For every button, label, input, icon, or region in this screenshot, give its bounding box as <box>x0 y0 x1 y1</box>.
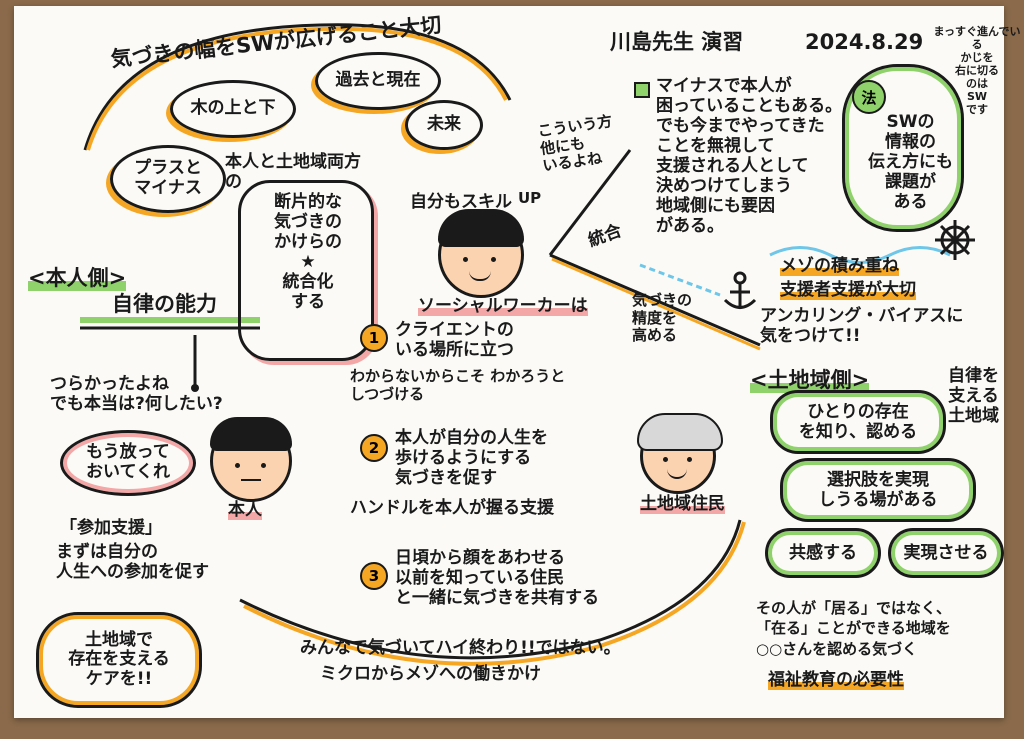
autonomy-support-label: 自律を 支える 土地域 <box>948 366 999 427</box>
anchoring-label: アンカリング・バイアスに 気をつけて!! <box>760 306 964 347</box>
worker-label: ソーシャルワーカーは <box>418 296 588 317</box>
bottom-arc-arrow <box>239 519 742 660</box>
top-arc-arrow <box>83 23 512 151</box>
bottom-line-1: みんなで気づいてハイ終わり!!ではない。 <box>300 638 621 658</box>
law-text: SWの 情報の 伝え方にも 課題が ある <box>868 112 953 213</box>
participation-label: 「参加支援」 <box>60 518 162 538</box>
bubble-above-below: 木の上と下 <box>170 80 296 138</box>
chain-line <box>639 263 721 297</box>
awareness-precision-label: 気づきの 精度を 高める <box>632 291 693 345</box>
bubble-plus-minus: プラスと マイナス <box>110 145 226 213</box>
worker-face <box>438 209 524 298</box>
leave-me-bubble: もう放って おいてくれ <box>60 430 196 496</box>
skill-up-label: 自分もスキル <box>410 192 512 212</box>
point-1-sub: わからないからこそ わかろうと しつづける <box>350 367 566 403</box>
skill-up-arrow-label: UP <box>518 189 542 207</box>
resident-face <box>637 413 723 494</box>
author-label: 川島先生 演習 <box>610 30 744 54</box>
point-1-number: 1 <box>360 324 388 352</box>
bottom-arc-highlight <box>243 521 746 666</box>
integration-box <box>238 180 374 361</box>
anchor-icon <box>723 271 757 309</box>
worker-hair <box>438 209 524 247</box>
participation-sub: まずは自分の 人生への参加を促す <box>56 542 209 583</box>
law-mark: 法 <box>852 80 886 114</box>
resident-hair <box>637 413 723 451</box>
care-bubble: 土地域で 存在を支える ケアを!! <box>36 612 202 708</box>
ship-wheel-icon <box>935 220 975 260</box>
minus-note: マイナスで本人が 困っていることもある。 でも今までやってきた ことを無視して … <box>656 76 843 237</box>
bubble-future: 未来 <box>405 100 483 150</box>
region-item-4: 実現させる <box>888 528 1004 578</box>
person-side-label: <本人側> <box>28 266 127 291</box>
hard-label: つらかったよね でも本当は?何したい? <box>50 374 223 415</box>
autonomy-label: 自律の能力 <box>112 292 217 316</box>
note-bullet <box>634 82 650 98</box>
this-way-label: こういう方 他にも いるよね <box>536 112 614 176</box>
point-2-sub: ハンドルを本人が握る支援 <box>350 498 554 518</box>
point-3-text: 日頃から顔をあわせる 以前を知っている住民 と一緒に気づきを共有する <box>395 548 599 609</box>
point-1-text: クライエントの いる場所に立つ <box>395 320 514 361</box>
steering-note: まっすぐ進んでいる かじを 右に切る のは SW です <box>933 25 1021 116</box>
region-item-1: ひとりの存在 を知り、認める <box>770 390 946 454</box>
law-bubble <box>842 64 964 232</box>
region-conclusion: その人が「居る」ではなく、 「在る」ことができる地域を ○○さんを認める気づく <box>756 599 952 658</box>
point-3-number: 3 <box>360 562 388 590</box>
both-label: 本人と土地域両方 の <box>225 152 361 193</box>
region-side-label: <土地域側> <box>750 368 870 393</box>
worker-to-region-arrow <box>549 253 761 347</box>
person-hair <box>210 417 292 451</box>
person-face <box>210 417 292 502</box>
resident-label: 土地域住民 <box>640 494 725 515</box>
date-label: 2024.8.29 <box>805 30 924 54</box>
top-arc-highlight <box>86 26 508 151</box>
meso-label: メゾの積み重ね <box>780 256 899 277</box>
bottom-line-2: ミクロからメゾへの働きかけ <box>320 664 541 684</box>
person-label: 本人 <box>228 500 262 521</box>
support-label: 支援者支援が大切 <box>780 280 916 301</box>
point-2-text: 本人が自分の人生を 歩けるようにする 気づきを促す <box>395 428 548 489</box>
region-item-3: 共感する <box>765 528 881 578</box>
point-2-number: 2 <box>360 434 388 462</box>
welfare-label: 福祉教育の必要性 <box>768 670 904 691</box>
bubble-past-present: 過去と現在 <box>315 52 441 110</box>
region-item-2: 選択肢を実現 しうる場がある <box>780 458 976 522</box>
integration-text: 断片的な 気づきの かけらの ★ 統合化 する <box>274 192 342 313</box>
worker-to-note-arrow <box>548 149 632 256</box>
